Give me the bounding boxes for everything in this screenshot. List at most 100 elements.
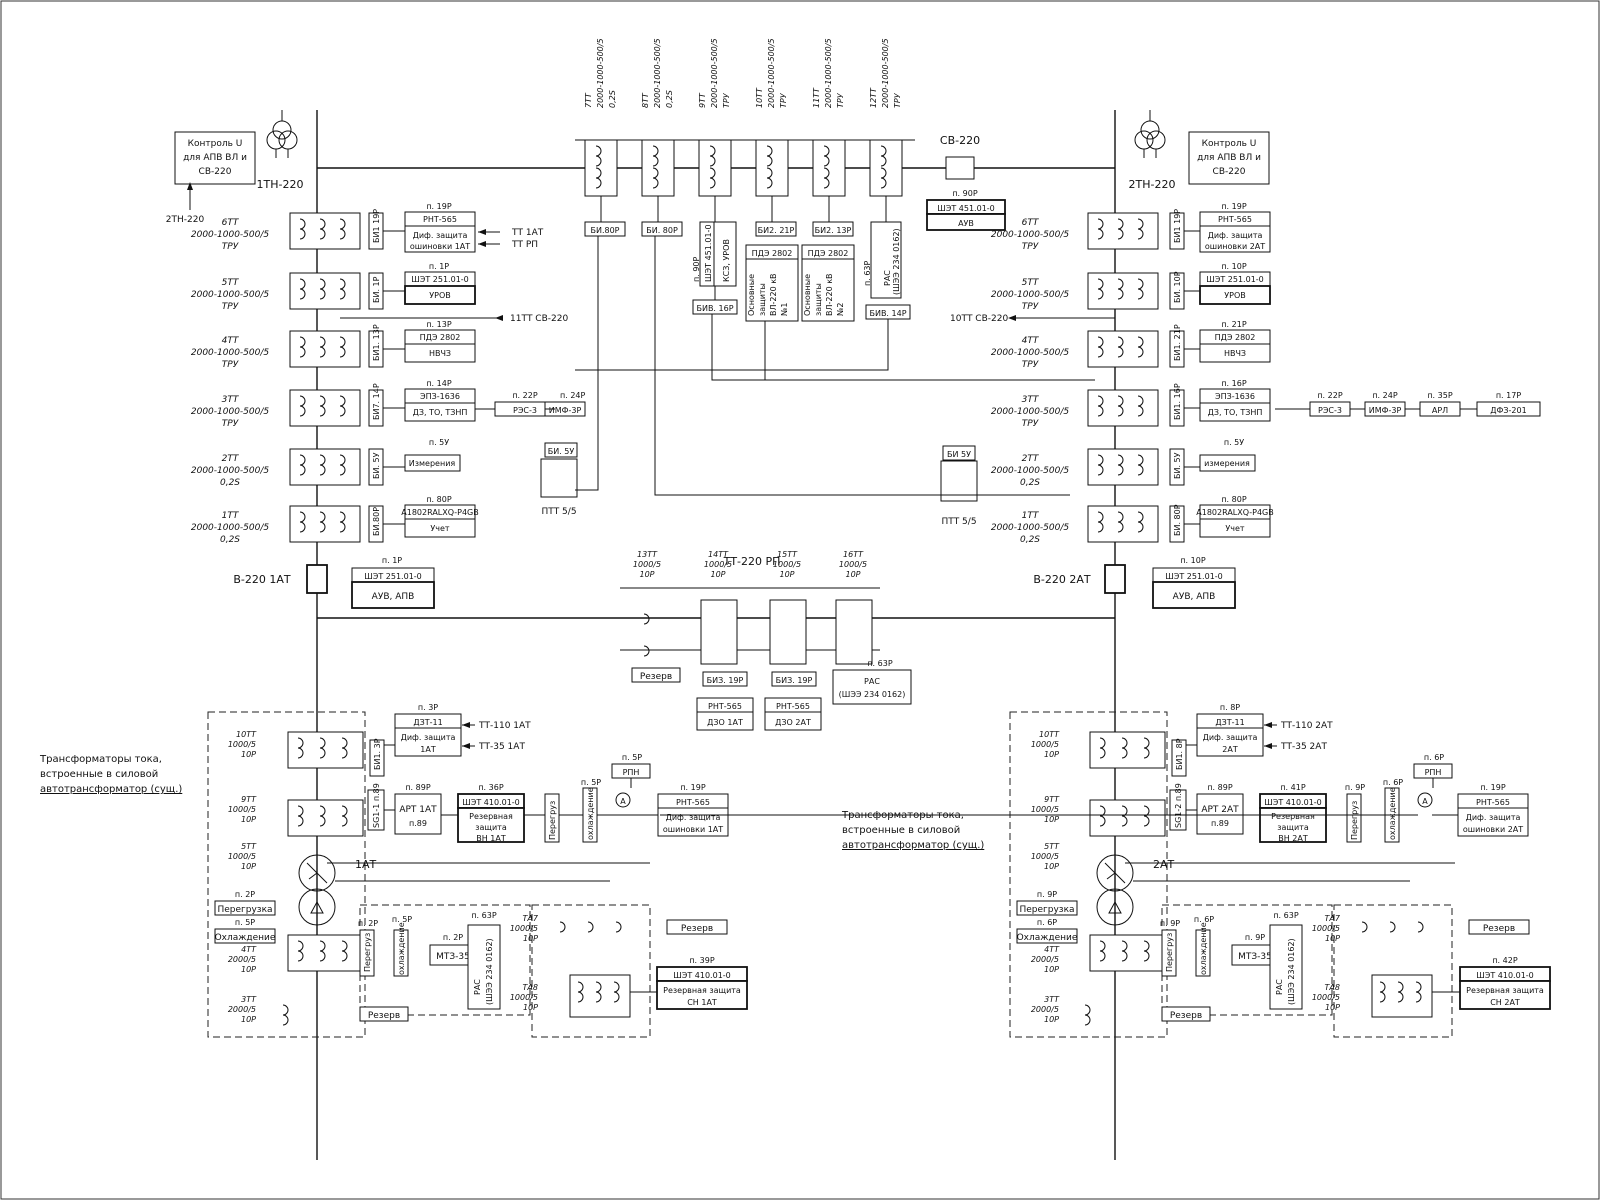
relay-function: ошиновки 1АТ bbox=[410, 242, 470, 251]
bi-block bbox=[755, 221, 797, 237]
relay-function: защита bbox=[1277, 823, 1309, 832]
relay-type: ИМФ-3Р bbox=[1369, 406, 1402, 415]
relay-type: РНТ-565 bbox=[423, 215, 457, 224]
ct-ratio: 1000/5 bbox=[1031, 805, 1059, 814]
ct-ratio: 1000/5 bbox=[633, 560, 661, 569]
relay-function: НВЧЗ bbox=[429, 349, 451, 358]
bi-label: БИ. 5У bbox=[372, 452, 381, 479]
ct-class: ТРУ bbox=[779, 92, 788, 108]
ct-coil-icon bbox=[1137, 218, 1144, 240]
ct-name: 13ТТ bbox=[637, 550, 658, 559]
relay-type: ШЭТ 410.01-0 bbox=[673, 971, 731, 980]
relay-type: ИМФ-3Р bbox=[549, 406, 582, 415]
ammeter-label: А bbox=[1422, 797, 1428, 806]
ct-group-outline bbox=[1087, 272, 1159, 310]
ct-coil-icon bbox=[577, 981, 584, 1003]
relay-type: РЭС-3 bbox=[1318, 406, 1342, 415]
relay-function: Резервная защита bbox=[1466, 986, 1544, 995]
relay-function-box bbox=[657, 807, 729, 837]
control-u-box bbox=[1188, 131, 1270, 185]
ct-coil-icon bbox=[1137, 395, 1144, 417]
ct-coil-icon bbox=[1117, 511, 1124, 533]
relay-function-box bbox=[457, 807, 525, 843]
relay-position: п. 5Р bbox=[622, 753, 642, 762]
relay-type: ШЭТ 451.01-0 bbox=[937, 204, 995, 213]
dzt-source: ТТ-35 2АТ bbox=[1280, 742, 1327, 752]
cooling-label: Охлаждение bbox=[1017, 933, 1078, 943]
ct-coil-icon bbox=[1099, 805, 1106, 827]
relay-function: защита bbox=[475, 823, 507, 832]
relay-position: п. 80Р bbox=[426, 495, 451, 504]
relay-function: УРОВ bbox=[429, 291, 450, 300]
cooling-block bbox=[393, 929, 409, 977]
biz-label: БИЗ. 19Р bbox=[707, 676, 744, 685]
bi-label: БИ1 19Р bbox=[372, 209, 381, 243]
lower-enclosure bbox=[359, 904, 531, 1016]
biv-label: БИВ. 16Р bbox=[696, 304, 733, 313]
overload-box bbox=[214, 900, 276, 916]
ct-coil-icon bbox=[823, 167, 830, 189]
ct-ratio: 2000-1000-500/5 bbox=[191, 407, 270, 417]
ct-coil-icon bbox=[1137, 336, 1144, 358]
ras-label: РАС bbox=[883, 270, 892, 286]
ct-name: 1ТТ bbox=[222, 511, 240, 521]
ct-class: 10Р bbox=[639, 570, 654, 579]
relay-function: ВН 1АТ bbox=[476, 834, 506, 843]
relay-position: п. 42Р bbox=[1492, 956, 1517, 965]
ct-ratio: 1000/5 bbox=[510, 924, 538, 933]
control-u-text: для АПВ ВЛ и bbox=[183, 153, 247, 163]
art-label: п.89 bbox=[409, 819, 427, 828]
relay-function-box bbox=[1199, 285, 1271, 305]
ct-coil-icon bbox=[766, 145, 773, 167]
relay-function-box bbox=[1199, 518, 1271, 538]
ct-group-frame bbox=[289, 272, 361, 310]
ct-name: 5ТТ bbox=[222, 278, 240, 288]
overload-label: Перегруз bbox=[363, 933, 372, 972]
ct-name: 5ТТ bbox=[1022, 278, 1040, 288]
control-u-text: СВ-220 bbox=[199, 167, 232, 177]
ct-ratio: 2000/5 bbox=[1031, 955, 1059, 964]
overload-label: Перегрузка bbox=[1019, 905, 1074, 915]
kzs-block bbox=[713, 221, 737, 287]
ct-class: 0,2S bbox=[665, 90, 674, 108]
relay-type: ЭПЗ-1636 bbox=[420, 392, 460, 401]
ct-source-label: ТТ 1АТ bbox=[511, 228, 544, 238]
ct-ratio: 2000-1000-500/5 bbox=[596, 38, 605, 108]
ct-group-frame bbox=[812, 139, 846, 197]
dzt-source: ТТ-110 1АТ bbox=[478, 721, 531, 731]
biz-box bbox=[771, 671, 817, 687]
tn-label: 2ТН-220 bbox=[1129, 178, 1176, 191]
bi-block bbox=[641, 221, 683, 237]
ct-coil-icon bbox=[341, 940, 348, 962]
ptt-label: ПТТ 5/5 bbox=[941, 517, 976, 527]
rpn-label: РПН bbox=[1425, 768, 1442, 777]
ct-coil-icon bbox=[1097, 511, 1104, 533]
ammeter-label: А bbox=[620, 797, 626, 806]
ct-coil-icon bbox=[1121, 737, 1128, 759]
cooling-block bbox=[1195, 929, 1211, 977]
ct-coil-icon bbox=[643, 613, 650, 625]
ct-group-frame bbox=[1087, 448, 1159, 486]
ct-class: ТРУ bbox=[1022, 302, 1039, 312]
relay-function-box bbox=[404, 285, 476, 305]
bi-label: БИ1 19Р bbox=[1173, 209, 1182, 243]
autotransformer-winding-icon bbox=[1096, 854, 1134, 892]
ct-coil-icon bbox=[319, 395, 326, 417]
ct-class: 10Р bbox=[241, 862, 256, 871]
ct-class: 0,2S bbox=[1020, 478, 1040, 488]
cooling-box bbox=[214, 928, 276, 944]
ct-ratio: 2000-1000-500/5 bbox=[653, 38, 662, 108]
rpn-label: РПН bbox=[623, 768, 640, 777]
relay-position: п. 1Р bbox=[429, 262, 449, 271]
relay-function-box bbox=[1199, 225, 1271, 253]
reserve-label: Резерв bbox=[368, 1011, 400, 1021]
relay-position: п. 5У bbox=[429, 438, 449, 447]
relay-type: РНТ-565 bbox=[676, 798, 710, 807]
relay-function-box bbox=[1457, 807, 1529, 837]
art-label: АРТ 1АТ bbox=[399, 805, 437, 815]
arrow-icon bbox=[1008, 315, 1016, 321]
ct-coil-icon bbox=[319, 511, 326, 533]
ct-ratio: 2000-1000-500/5 bbox=[191, 230, 270, 240]
relay-type: ДФЗ-201 bbox=[1490, 406, 1526, 415]
bi-label: БИ2. 21Р bbox=[758, 226, 795, 235]
